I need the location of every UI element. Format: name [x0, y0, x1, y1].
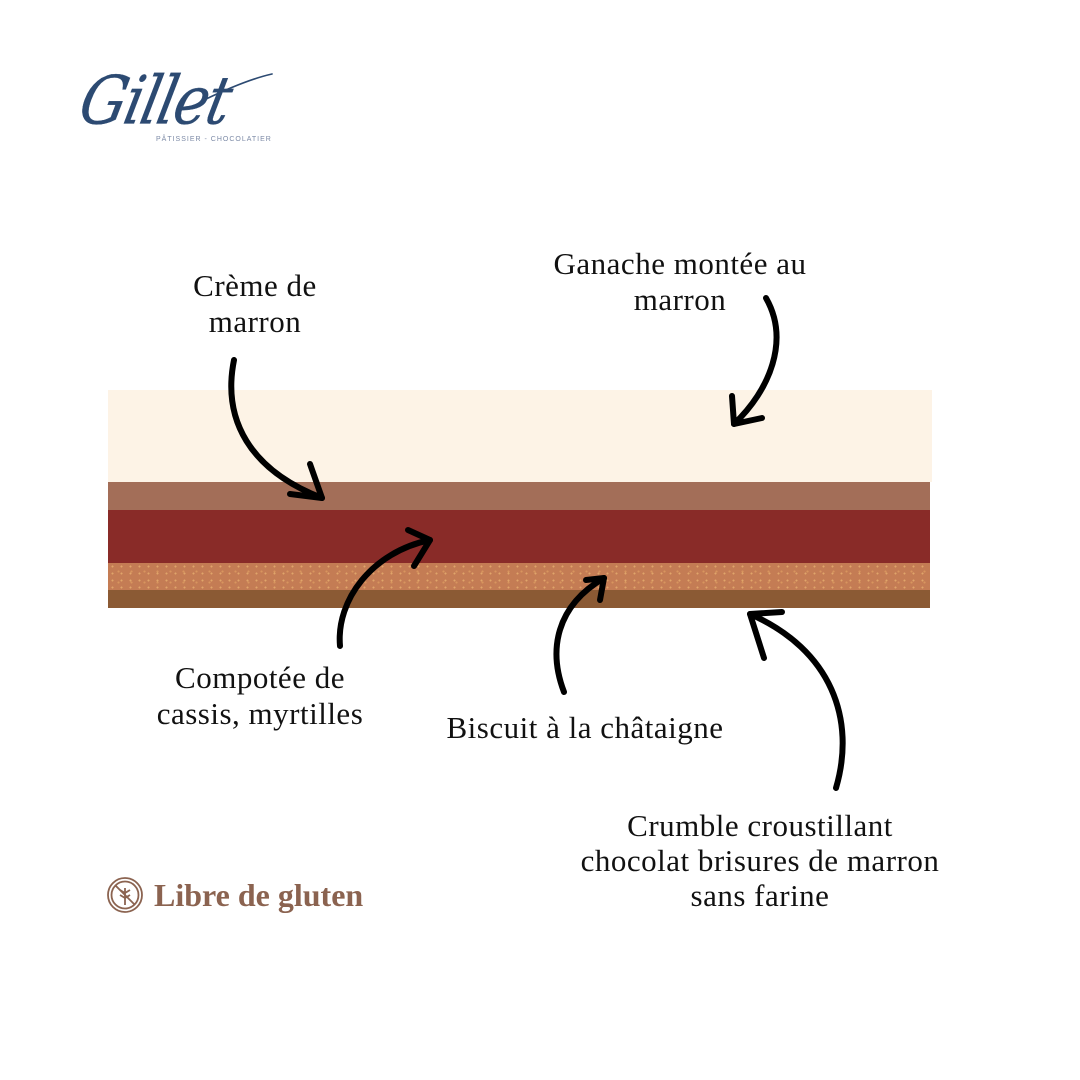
layer-creme	[108, 482, 930, 510]
arrow-creme-icon	[228, 357, 325, 501]
label-line: Compotée de	[175, 660, 345, 695]
label-line: Crème de	[193, 268, 317, 303]
label-line: cassis, myrtilles	[156, 696, 364, 731]
arrow-compotee-icon	[336, 527, 433, 649]
label-ganache: Ganache montée au marron	[520, 246, 840, 318]
no-gluten-icon	[107, 877, 143, 913]
label-compotee: Compotée de cassis, myrtilles	[110, 660, 410, 732]
brand-subtitle: PÂTISSIER - CHOCOLATIER	[156, 136, 272, 143]
label-biscuit: Biscuit à la châtaigne	[446, 710, 724, 745]
signature-stroke-icon	[203, 73, 273, 101]
arrow-ganache-icon	[729, 295, 780, 427]
arrow-biscuit-icon	[553, 575, 607, 695]
label-crumble: Crumble croustillant chocolat brisures d…	[530, 808, 990, 913]
label-creme-de-marron: Crème de marron	[150, 268, 360, 340]
gluten-free-label: Libre de gluten	[154, 876, 364, 913]
label-line: Ganache montée au	[553, 246, 807, 281]
brand-logo: Gillet PÂTISSIER - CHOCOLATIER	[73, 52, 284, 152]
arrow-crumble-icon	[747, 609, 846, 791]
layer-crumble	[108, 590, 930, 608]
label-line: Crumble croustillant	[627, 808, 893, 843]
label-line: marron	[208, 304, 302, 339]
label-line: marron	[633, 282, 727, 317]
layer-biscuit	[108, 563, 930, 590]
layer-compotee	[108, 510, 930, 563]
label-line: chocolat brisures de marron	[580, 843, 940, 878]
gluten-free-badge: Libre de gluten	[106, 876, 363, 914]
label-line: sans farine	[690, 878, 830, 913]
